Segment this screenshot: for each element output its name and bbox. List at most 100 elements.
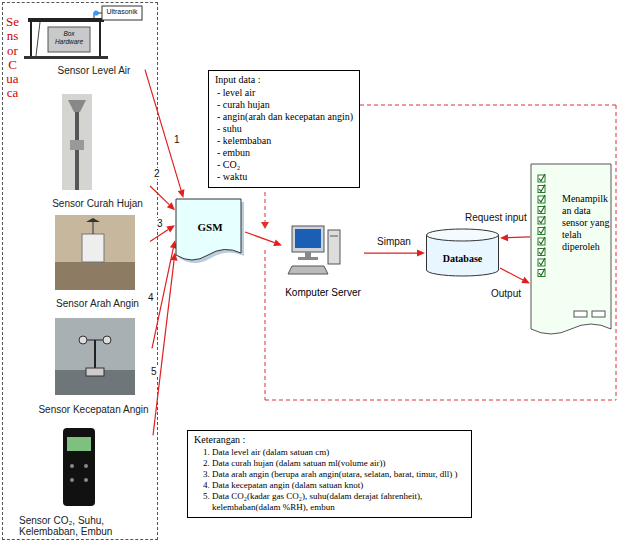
check-mark	[539, 258, 545, 265]
check-mark	[539, 248, 545, 255]
list-item: - CO₂	[215, 159, 353, 171]
list-box: Keterangan :1. Data level air (dalam sat…	[187, 430, 472, 518]
edge-label: 5	[150, 366, 158, 377]
sensor-label: Sensor Kecepatan Angin	[38, 404, 148, 415]
list-item: - level air	[215, 87, 353, 99]
edge-label: 2	[153, 168, 161, 179]
picture-label: Box Hardware	[51, 30, 87, 46]
co2-sensor-picture-part	[63, 428, 95, 506]
wind-speed-sensor-picture-part	[94, 340, 96, 372]
checkbox	[538, 238, 545, 245]
sensor-label: Sensor CO₂, Suhu, Kelembaban, Embun	[19, 515, 131, 537]
server-node: Komputer Server	[282, 222, 364, 300]
level-air-sensor-picture-part	[28, 18, 104, 22]
rain-sensor-picture-part	[70, 140, 84, 150]
connector-arrow	[500, 268, 530, 284]
list-item: - kelembaban	[215, 135, 353, 147]
shape-outline	[530, 163, 612, 343]
level-air-sensor-picture-part	[36, 22, 40, 56]
co2-sensor-picture-part	[70, 464, 74, 468]
connector-arrow	[500, 234, 530, 241]
sensor-label: Sensor Curah Hujan	[52, 198, 143, 209]
list-item: 5. Data CO₂(kadar gas CO₂), suhu(dalam d…	[194, 491, 465, 513]
checkbox	[538, 207, 545, 214]
wind-direction-sensor-picture-part	[55, 215, 135, 290]
edge-label: Simpan	[376, 236, 412, 247]
co2-sensor-picture-part	[67, 437, 91, 451]
edge-label: Output	[490, 288, 522, 299]
connector-line	[245, 232, 274, 243]
connector-arrow	[150, 186, 175, 210]
document-shape	[176, 199, 241, 260]
server-computer-icon-part	[305, 252, 311, 257]
picture-label: Ultrasonik	[103, 8, 141, 17]
level-air-sensor-picture-part	[30, 22, 32, 56]
checkbox	[538, 175, 545, 182]
gsm-label: GSM	[197, 221, 222, 233]
connector-line	[153, 260, 174, 435]
checkbox	[538, 196, 545, 203]
rain-sensor-picture	[62, 94, 92, 190]
level-air-sensor-picture-part	[93, 10, 98, 15]
server-computer-icon-part	[328, 230, 340, 264]
server-computer-icon-part	[298, 257, 318, 260]
window-button	[574, 311, 587, 317]
system-region-outline-part	[265, 250, 266, 400]
check-mark	[539, 216, 545, 223]
checkbox	[538, 217, 545, 224]
connector-arrow	[364, 250, 425, 257]
list-item: 1. Data level air (dalam satuan cm)	[194, 447, 465, 458]
wind-direction-sensor-picture	[55, 215, 135, 290]
list-item: 3. Data arah angin (berupa arah angin(ut…	[194, 469, 465, 480]
list-heading: Input data :	[215, 74, 353, 86]
co2-sensor-picture-part	[70, 478, 74, 482]
list-item: 4. Data kecepatan angin (dalam satuan kn…	[194, 480, 465, 491]
connector-line	[145, 70, 181, 191]
server-computer-icon-part	[288, 266, 328, 274]
connector-line	[150, 230, 168, 242]
edge-label: 3	[156, 218, 164, 229]
checkbox	[538, 249, 545, 256]
gsm-document-box: GSM	[175, 198, 245, 266]
checkbox	[538, 186, 545, 193]
edge-label: 4	[147, 292, 155, 303]
level-air-sensor-picture	[24, 6, 142, 59]
server-computer-icon-part	[292, 226, 324, 252]
arrow-head	[273, 239, 282, 246]
check-mark	[539, 185, 545, 192]
co2-sensor-picture	[63, 428, 95, 506]
list-item: - angin(arah dan kecepatan angin)	[215, 111, 353, 123]
sensor-label: Sensor Level Air	[58, 65, 131, 76]
check-mark	[539, 206, 545, 213]
connector-arrow	[153, 252, 178, 435]
database-cylinder: Database	[425, 228, 500, 278]
check-mark	[539, 174, 545, 181]
wind-direction-sensor-picture-part	[86, 218, 100, 222]
level-air-sensor-picture-part	[99, 22, 101, 56]
wind-speed-sensor-picture-part	[86, 368, 104, 376]
level-air-sensor-picture-part	[102, 6, 142, 20]
list-heading: Keterangan :	[194, 434, 465, 446]
server-label: Komputer Server	[285, 287, 361, 298]
sensor-label: Sensor Arah Angin	[56, 298, 139, 309]
check-mark	[539, 195, 545, 202]
co2-sensor-picture-part	[84, 464, 88, 468]
server-computer-icon	[288, 226, 340, 274]
connector-arrow	[152, 240, 177, 348]
database-label: Database	[443, 253, 482, 264]
display-text: Menampilkan data sensor yang telah diper…	[562, 193, 610, 253]
connector-line	[508, 236, 530, 238]
wind-speed-sensor-picture	[55, 318, 135, 395]
level-air-sensor-picture-part	[98, 13, 102, 14]
input-arrow-head	[261, 222, 269, 229]
vertical-group-title: Sensor Cuaca	[6, 15, 19, 101]
edge-label: 1	[173, 134, 181, 145]
connector-line	[152, 248, 173, 348]
cylinder-top	[427, 229, 499, 241]
connector-line	[364, 252, 417, 253]
checkbox	[538, 270, 545, 277]
arrow-head	[500, 234, 508, 241]
wind-speed-sensor-picture-part	[79, 336, 87, 344]
window-button	[592, 311, 605, 317]
